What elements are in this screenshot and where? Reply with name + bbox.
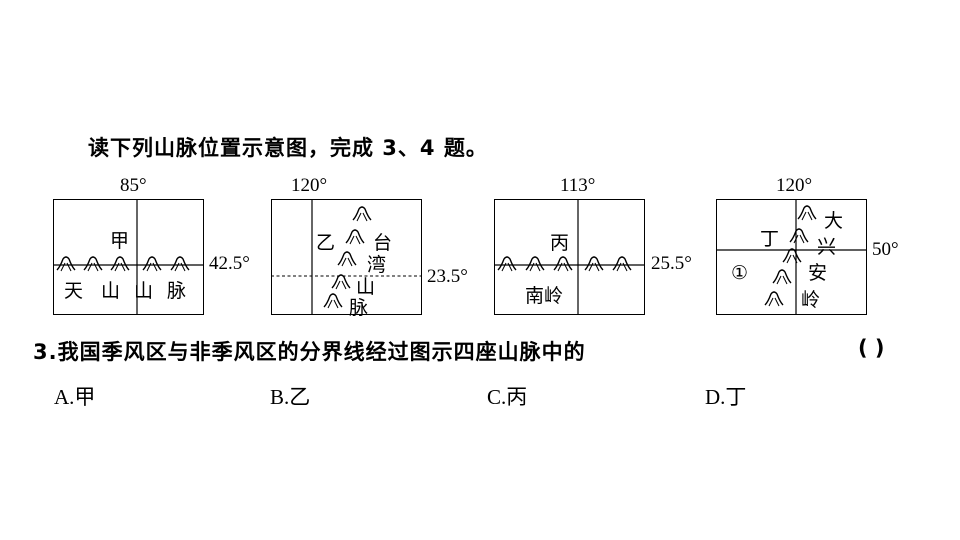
map-2-frame — [271, 199, 422, 315]
map-3-label-nanling: 南岭 — [525, 285, 564, 307]
map-2-latitude-label: 23.5° — [427, 266, 468, 287]
map-4-label-ding: 丁 — [760, 228, 780, 250]
option-d-text: 丁 — [725, 385, 747, 409]
map-2-longitude-label: 120° — [291, 175, 328, 196]
map-3-frame — [494, 199, 645, 315]
map-4-label-da: 大 — [824, 210, 844, 232]
option-c-text: 丙 — [506, 385, 528, 409]
option-d[interactable]: D.丁 — [705, 381, 746, 411]
map-1-label-shan: 山 — [101, 280, 121, 302]
option-b-letter: B. — [270, 385, 290, 409]
map-4-latitude-label: 50° — [872, 239, 899, 260]
map-2-label-mai: 脉 — [349, 297, 369, 319]
option-a-letter: A. — [54, 385, 75, 409]
question-number: 3 — [33, 340, 49, 364]
map-2-label-yi: 乙 — [316, 232, 336, 254]
option-c[interactable]: C.丙 — [487, 381, 527, 411]
map-1-frame — [53, 199, 204, 315]
map-2-label-wan: 湾 — [367, 254, 387, 276]
map-1-label-jia: 甲 — [110, 230, 130, 252]
map-1-latitude-label: 42.5° — [209, 253, 250, 274]
map-1-label-tian: 天 — [64, 280, 84, 302]
map-4-label-xing: 兴 — [817, 236, 837, 258]
map-4-label-an: 安 — [808, 262, 828, 284]
option-d-letter: D. — [705, 385, 726, 409]
option-b-text: 乙 — [289, 385, 311, 409]
map-4-label-circle-1: ① — [731, 262, 749, 284]
map-3-longitude-label: 113° — [560, 175, 596, 196]
option-a[interactable]: A.甲 — [54, 381, 95, 411]
option-c-letter: C. — [487, 385, 507, 409]
question-3: 3.我国季风区与非季风区的分界线经过图示四座山脉中的 — [33, 336, 586, 366]
option-b[interactable]: B.乙 — [270, 381, 310, 411]
intro-text: 读下列山脉位置示意图，完成 3、4 题。 — [88, 136, 488, 160]
map-3-label-bing: 丙 — [550, 232, 570, 254]
map-3-latitude-label: 25.5° — [651, 253, 692, 274]
map-4-frame — [716, 199, 867, 315]
map-1-label-shan-2: 山 — [134, 280, 154, 302]
map-1-longitude-label: 85° — [120, 175, 147, 196]
map-4-longitude-label: 120° — [776, 175, 813, 196]
question-text: .我国季风区与非季风区的分界线经过图示四座山脉中的 — [48, 340, 586, 364]
option-a-text: 甲 — [74, 385, 96, 409]
map-2-label-tai: 台 — [373, 232, 393, 254]
map-4-label-ling: 岭 — [801, 289, 821, 311]
answer-parentheses: ( ) — [858, 336, 885, 360]
map-2-label-shan: 山 — [356, 276, 376, 298]
map-1-label-mai: 脉 — [167, 280, 187, 302]
